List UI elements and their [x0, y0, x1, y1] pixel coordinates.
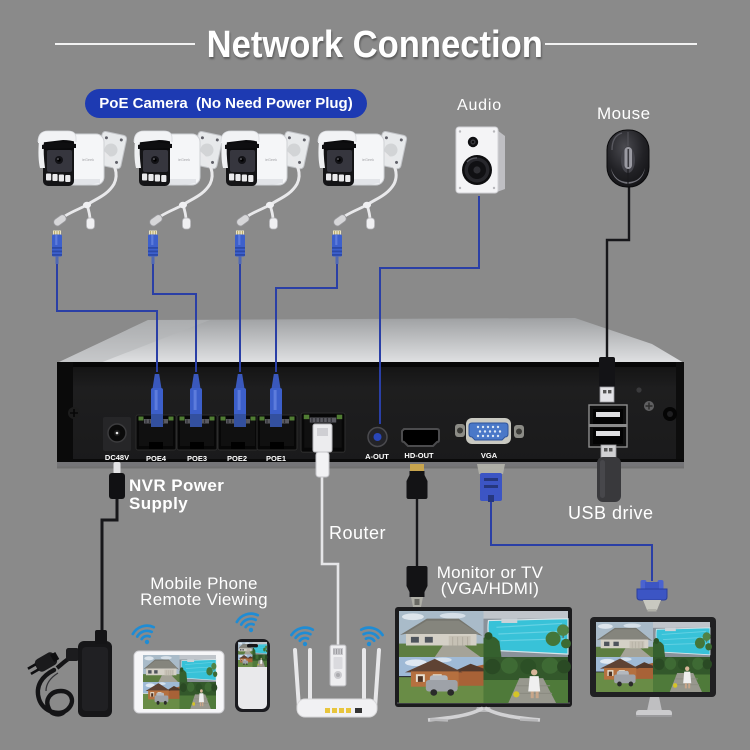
svg-text:POE3: POE3 — [187, 454, 207, 463]
svg-text:A-OUT: A-OUT — [365, 452, 389, 461]
svg-text:HD-OUT: HD-OUT — [404, 451, 434, 460]
svg-text:DC48V: DC48V — [105, 453, 129, 462]
svg-text:POE2: POE2 — [227, 454, 247, 463]
svg-text:VGA: VGA — [481, 451, 498, 460]
svg-text:POE1: POE1 — [266, 454, 286, 463]
svg-text:POE4: POE4 — [146, 454, 167, 463]
